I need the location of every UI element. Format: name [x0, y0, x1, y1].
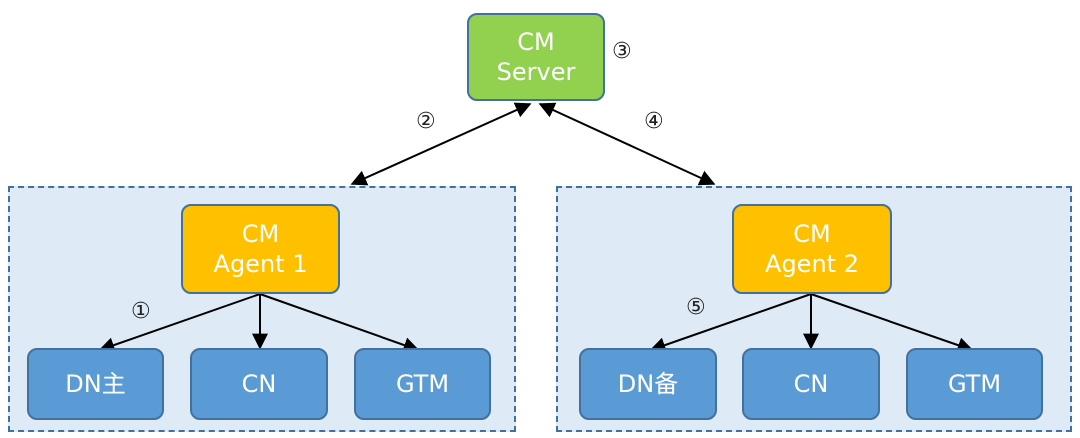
arrow-server-agent2 — [538, 102, 716, 186]
arrow-agent2-dn — [649, 293, 812, 353]
cm-agent-1-line1: CM — [241, 220, 280, 248]
dn-primary-node: DN主 — [27, 348, 164, 420]
arrow-agent1-gtm — [259, 293, 420, 353]
step-marker-2: ② — [416, 109, 436, 134]
gtm-node-2: GTM — [906, 348, 1043, 420]
cm-server-line1: CM — [517, 28, 555, 56]
cm-agent-2-line2: Agent 2 — [765, 250, 859, 278]
step-marker-4: ④ — [644, 109, 664, 134]
cm-agent-2: CM Agent 2 — [732, 204, 892, 294]
step-marker-5: ⑤ — [686, 295, 706, 320]
arrow-agent2-gtm — [810, 293, 974, 353]
cm-agent-1-line2: Agent 1 — [213, 250, 308, 278]
cm-agent-2-line1: CM — [793, 220, 831, 248]
step-marker-3: ③ — [612, 39, 632, 64]
arrow-server-agent1 — [350, 102, 532, 186]
dn-standby-node: DN备 — [579, 348, 717, 420]
arrow-agent1-dn — [98, 293, 261, 353]
cn-node-1: CN — [190, 348, 328, 420]
step-marker-1: ① — [131, 299, 151, 324]
cm-server-line2: Server — [496, 58, 576, 86]
cm-server: CM Server — [467, 13, 605, 101]
cn-node-2: CN — [742, 348, 880, 420]
gtm-node-1: GTM — [354, 348, 491, 420]
cm-agent-1: CM Agent 1 — [181, 204, 340, 294]
